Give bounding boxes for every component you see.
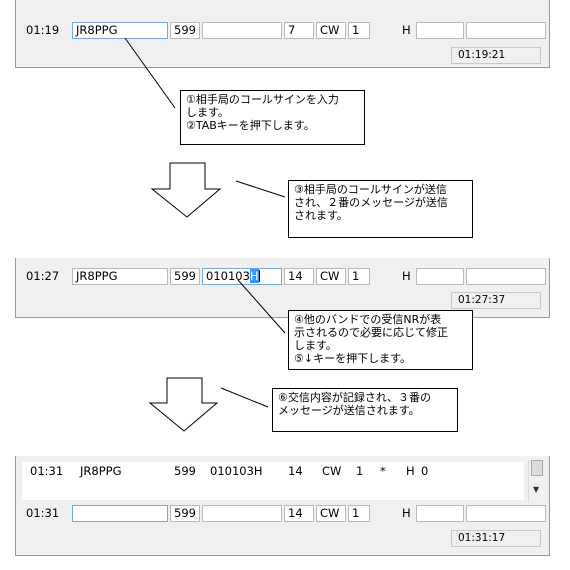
band-input[interactable]: 14: [284, 505, 314, 522]
nr-input[interactable]: [202, 22, 282, 39]
h-field: H: [402, 23, 411, 37]
callout-line: ①相手局のコールサインを入力: [186, 93, 339, 106]
callout-line: ②TABキーを押下します。: [186, 119, 315, 132]
log-power: 1: [356, 464, 364, 478]
callout-step-1: ①相手局のコールサインを入力 します。 ②TABキーを押下します。: [180, 90, 365, 145]
callout-line: されます。: [294, 209, 348, 222]
log-h: H: [406, 464, 415, 478]
log-rst: 599: [174, 464, 196, 478]
nr-text: 010103: [206, 269, 250, 283]
status-bar-2: 01:27:37: [22, 292, 547, 309]
callout-line: 示されるので必要に応じて修正: [294, 326, 448, 339]
extra-input-1[interactable]: [416, 268, 464, 285]
callout-line: します。: [294, 339, 337, 352]
nr-input[interactable]: 010103H: [202, 268, 282, 285]
time-field: 01:31: [26, 506, 60, 520]
log-mark: *: [380, 464, 386, 478]
call-input[interactable]: JR8PPG: [72, 268, 168, 285]
call-input[interactable]: JR8PPG: [72, 22, 168, 39]
log-scrollbar[interactable]: ▼: [528, 460, 546, 502]
log-time: 01:31: [30, 464, 64, 478]
power-input[interactable]: 1: [348, 268, 370, 285]
log-band: 14: [288, 464, 303, 478]
nr-selected-text: H: [249, 269, 259, 283]
log-zero: 0: [421, 464, 429, 478]
mode-input[interactable]: CW: [316, 505, 346, 522]
extra-input-1[interactable]: [416, 505, 464, 522]
callout-step-3: ③相手局のコールサインが送信 され、２番のメッセージが送信 されます。: [288, 180, 473, 238]
callout-line: ⑥交信内容が記録され、３番の: [278, 391, 431, 404]
callout-line: メッセージが送信されます。: [278, 404, 420, 417]
pointer-line: [235, 180, 286, 198]
call-input[interactable]: [72, 505, 168, 522]
log-table-row[interactable]: 01:31 JR8PPG 599 010103H 14 CW 1 * H 0: [22, 462, 524, 480]
pointer-line: [220, 387, 269, 408]
extra-input-1[interactable]: [416, 22, 464, 39]
band-input[interactable]: 7: [284, 22, 314, 39]
log-table-empty-row: [22, 480, 524, 500]
callout-step-4: ④他のバンドでの受信NRが表 示されるので必要に応じて修正 します。 ⑤↓キーを…: [288, 310, 473, 370]
h-field: H: [402, 269, 411, 283]
clock-display: 01:27:37: [451, 292, 541, 309]
mode-input[interactable]: CW: [316, 22, 346, 39]
scroll-down-arrow-icon[interactable]: ▼: [533, 485, 540, 494]
callout-line: され、２番のメッセージが送信: [294, 196, 448, 209]
clock-display: 01:31:17: [451, 530, 541, 547]
entry-row-3: 01:31 599 14 CW 1 H: [22, 505, 547, 525]
rst-input[interactable]: 599: [170, 268, 200, 285]
pointer-line: [237, 279, 286, 334]
callout-line: ③相手局のコールサインが送信: [294, 183, 447, 196]
power-input[interactable]: 1: [348, 22, 370, 39]
rst-input[interactable]: 599: [170, 505, 200, 522]
extra-input-2[interactable]: [466, 505, 546, 522]
entry-row-2: 01:27 JR8PPG 599 010103H 14 CW 1 H: [22, 268, 547, 288]
time-field: 01:27: [26, 269, 60, 283]
log-call: JR8PPG: [80, 464, 122, 478]
clock-display: 01:19:21: [451, 47, 541, 64]
status-bar-3: 01:31:17: [22, 530, 547, 547]
rst-input[interactable]: 599: [170, 22, 200, 39]
log-mode: CW: [322, 464, 342, 478]
extra-input-2[interactable]: [466, 268, 546, 285]
nr-input[interactable]: [202, 505, 282, 522]
h-field: H: [402, 506, 411, 520]
callout-line: ⑤↓キーを押下します。: [294, 352, 411, 365]
text-cursor: [258, 270, 260, 282]
status-bar-1: 01:19:21: [22, 47, 547, 64]
mode-input[interactable]: CW: [316, 268, 346, 285]
down-arrow-icon: [148, 377, 219, 432]
pointer-line: [124, 37, 176, 109]
entry-row-1: 01:19 JR8PPG 599 7 CW 1 H: [22, 22, 547, 42]
callout-step-6: ⑥交信内容が記録され、３番の メッセージが送信されます。: [272, 388, 458, 432]
scroll-thumb[interactable]: [531, 460, 543, 476]
time-field: 01:19: [26, 23, 60, 37]
callout-line: ④他のバンドでの受信NRが表: [294, 313, 442, 326]
log-nr: 010103H: [210, 464, 263, 478]
band-input[interactable]: 14: [284, 268, 314, 285]
callout-line: します。: [186, 106, 229, 119]
power-input[interactable]: 1: [348, 505, 370, 522]
down-arrow-icon: [150, 162, 222, 218]
extra-input-2[interactable]: [466, 22, 546, 39]
